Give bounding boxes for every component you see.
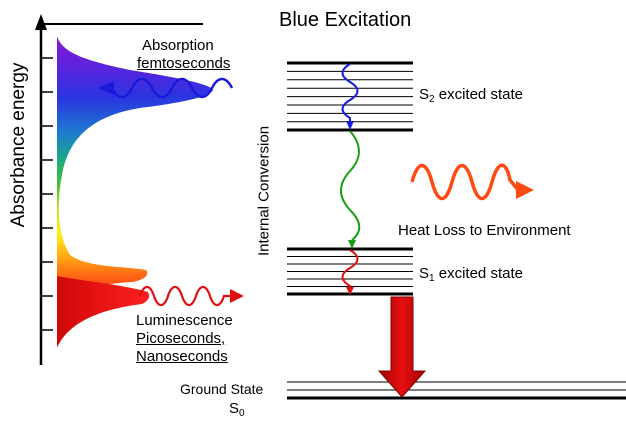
s2-subscript: 2 — [429, 94, 435, 105]
ground-state-symbol: S0 — [229, 400, 245, 419]
ground-band — [287, 381, 626, 400]
absorption-label: Absorption — [142, 37, 214, 54]
s1-subscript: 1 — [429, 273, 435, 284]
axis-ticks — [41, 57, 53, 331]
decay-arrow — [377, 296, 427, 398]
luminescence-arrow — [138, 285, 232, 307]
ground-state-label: Ground State — [180, 381, 264, 397]
absorption-spectrum — [57, 36, 213, 345]
axis-label: Absorbance energy — [8, 62, 30, 228]
s2-relaxation-wave — [341, 63, 359, 122]
s2-text: excited state — [434, 86, 523, 103]
s0-subscript: 0 — [239, 408, 245, 419]
heat-loss-label: Heat Loss to Environment — [398, 222, 571, 239]
internal-conversion-wave — [340, 130, 361, 241]
s1-relaxation-arrowhead — [346, 287, 354, 295]
internal-conversion-label: Internal Conversion — [255, 125, 273, 257]
diagram-title: Blue Excitation — [279, 9, 412, 31]
s2-symbol: S — [419, 86, 430, 103]
luminescence-arrowhead — [230, 289, 244, 303]
absorption-arrow — [110, 77, 234, 99]
s2-relaxation-arrowhead — [346, 121, 354, 130]
s1-symbol: S — [419, 265, 430, 282]
luminescence-label: Luminescence — [136, 312, 233, 329]
s1-text: excited state — [434, 265, 523, 282]
luminescence-time-2: Nanoseconds — [136, 348, 228, 365]
absorption-arrowhead — [98, 81, 114, 95]
absorption-time-label: femtoseconds — [137, 55, 231, 72]
energy-axis-arrowhead — [35, 14, 47, 30]
luminescence-time-1: Picoseconds, — [136, 330, 226, 347]
heat-loss-arrowhead — [516, 181, 534, 199]
s1-label: S1 excited state — [419, 265, 523, 284]
internal-conversion-arrowhead — [348, 240, 356, 249]
heat-loss-arrow — [410, 163, 520, 201]
s0-symbol: S — [229, 400, 240, 417]
s2-label: S2 excited state — [419, 86, 523, 105]
s1-relaxation-wave — [341, 249, 359, 288]
luminescence-spectrum — [57, 276, 150, 348]
